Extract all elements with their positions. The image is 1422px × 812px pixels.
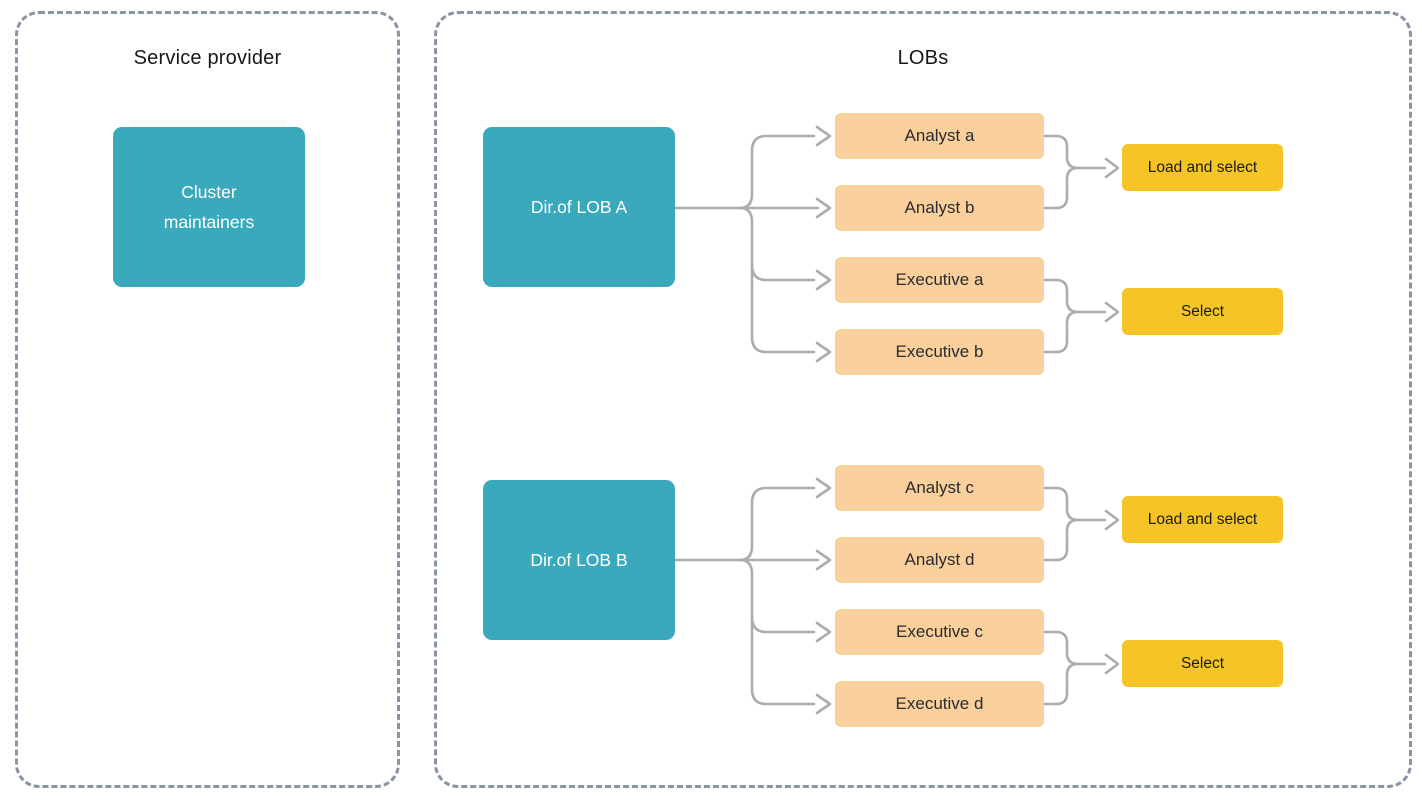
node-executive-c: Executive c [835, 609, 1044, 655]
panel-service-provider [15, 11, 400, 788]
node-cluster-maintainers: Cluster maintainers [113, 127, 305, 287]
panel-title-lobs: LOBs [897, 47, 949, 69]
node-dir-of-lob-a: Dir.of LOB A [483, 127, 675, 287]
node-executive-d: Executive d [835, 681, 1044, 727]
node-label: Executive c [896, 622, 983, 641]
node-label: Cluster maintainers [163, 182, 255, 232]
node-label: Dir.of LOB A [530, 197, 628, 217]
node-label: Analyst a [904, 126, 975, 145]
node-label: Load and select [1147, 158, 1258, 176]
panel-title-service-provider: Service provider [133, 47, 282, 69]
node-executive-a: Executive a [835, 257, 1044, 303]
node-analyst-c: Analyst c [835, 465, 1044, 511]
panel-lobs [434, 11, 1412, 788]
node-load-and-select-a: Load and select [1122, 144, 1283, 191]
node-select-a: Select [1122, 288, 1283, 335]
node-select-b: Select [1122, 640, 1283, 687]
node-label: Dir.of LOB B [530, 550, 628, 570]
node-label: Analyst d [904, 550, 975, 569]
node-label: Executive a [895, 270, 984, 289]
node-load-and-select-b: Load and select [1122, 496, 1283, 543]
node-analyst-d: Analyst d [835, 537, 1044, 583]
node-label: Select [1180, 302, 1225, 320]
node-label: Load and select [1147, 510, 1258, 528]
node-label: Executive b [895, 342, 984, 361]
node-label: Analyst b [904, 198, 975, 217]
node-analyst-b: Analyst b [835, 185, 1044, 231]
node-dir-of-lob-b: Dir.of LOB B [483, 480, 675, 640]
node-label: Executive d [895, 694, 984, 713]
node-label: Select [1180, 654, 1225, 672]
node-analyst-a: Analyst a [835, 113, 1044, 159]
node-executive-b: Executive b [835, 329, 1044, 375]
node-label: Analyst c [905, 478, 974, 497]
